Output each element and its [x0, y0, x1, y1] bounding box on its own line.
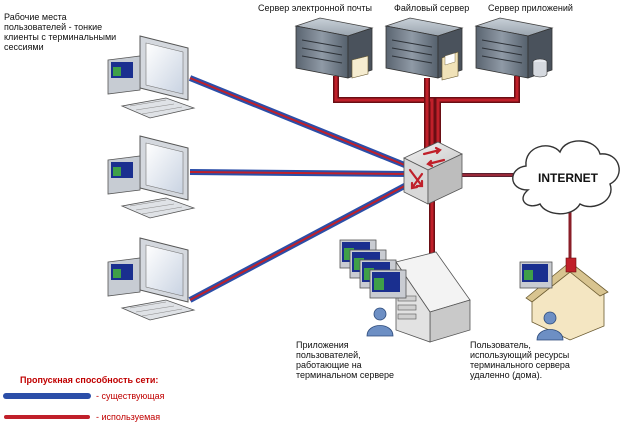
mail-server-label: Сервер электронной почты: [258, 3, 372, 13]
switch-router-icon: [403, 141, 463, 205]
cloud-icon: [512, 140, 620, 215]
session-window-icon: [369, 269, 407, 299]
legend-title: Пропускная способность сети:: [20, 375, 159, 385]
server-icon: [384, 17, 464, 81]
legend-used-label: - используемая: [96, 412, 161, 422]
server-icon: [294, 17, 374, 79]
workstation-icon: [107, 35, 196, 119]
user-icon: [536, 311, 564, 341]
link-workstation-3: [188, 179, 414, 303]
network-links: [188, 75, 572, 303]
workstation-icon: [107, 135, 196, 219]
legend-existing-label: - существующая: [96, 391, 165, 401]
house-icon: [519, 257, 609, 341]
terminal-apps-label: Приложения пользователей, работающие на …: [296, 340, 395, 380]
terminal-server-icon: [339, 239, 471, 343]
app-server-label: Сервер приложений: [488, 3, 573, 13]
workstation-icon: [107, 237, 196, 321]
link-workstation-2: [189, 169, 411, 177]
file-server-label: Файловый сервер: [394, 3, 470, 13]
workstations-label: Рабочие места пользователей - тонкие кли…: [4, 12, 117, 52]
internet-label: INTERNET: [538, 171, 598, 185]
link-workstation-1: [188, 75, 414, 171]
server-icon: [474, 17, 554, 79]
remote-user-label: Пользователь, использующий ресурсы терми…: [470, 340, 570, 380]
link-servers: [333, 76, 520, 148]
user-icon: [366, 307, 394, 337]
